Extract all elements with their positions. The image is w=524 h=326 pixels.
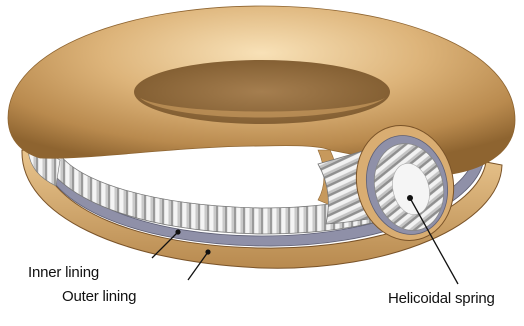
outer-lining-label: Outer lining — [62, 288, 136, 305]
inner-lining-label: Inner lining — [28, 264, 99, 281]
outer-lining-leader-dot — [205, 249, 210, 254]
helicoidal-spring-leader-dot — [407, 195, 413, 201]
inner-lining-leader-dot — [175, 229, 180, 234]
helicoidal-spring-label: Helicoidal spring — [388, 290, 495, 307]
